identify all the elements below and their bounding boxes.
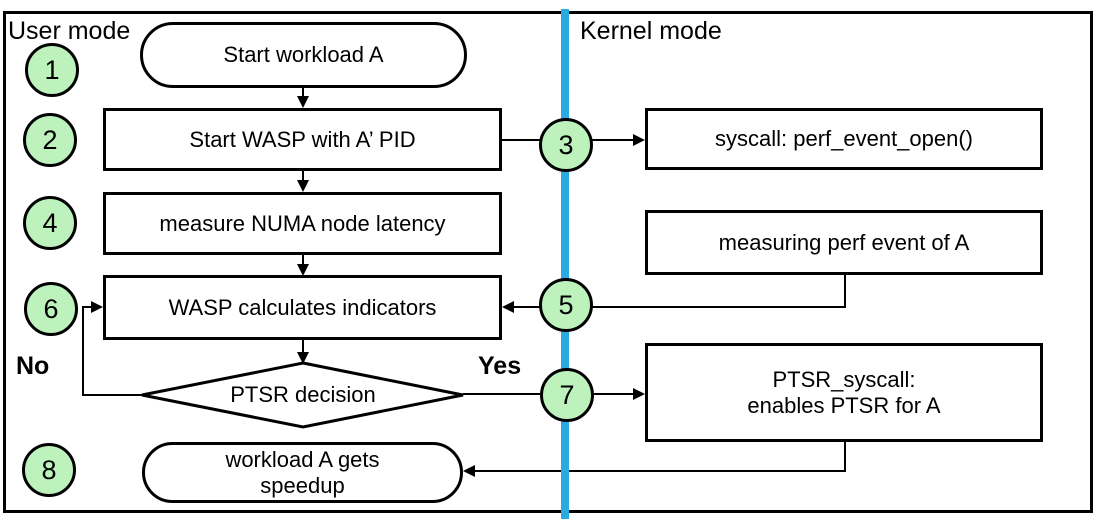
mode-divider-line — [561, 9, 569, 519]
node-workload-speedup-line2: speedup — [260, 472, 345, 498]
node-measuring-perf: measuring perf event of A — [645, 210, 1043, 275]
arrow-measuring-to-indicators — [502, 275, 846, 313]
node-ptsr-syscall-line1: PTSR_syscall: — [772, 366, 916, 392]
node-start-wasp: Start WASP with A’ PID — [103, 108, 502, 171]
node-ptsr-decision-label: PTSR decision — [230, 382, 376, 407]
step-circle-8: 8 — [22, 443, 76, 497]
arrow-decision-no-loop — [82, 301, 142, 396]
step-circle-2: 2 — [23, 113, 77, 167]
step-circle-3: 3 — [539, 118, 593, 172]
branch-label-no: No — [16, 352, 50, 380]
user-mode-label: User mode — [8, 17, 131, 45]
step-circle-7: 7 — [540, 368, 594, 422]
arrow-start-to-wasp — [297, 88, 309, 108]
diagram-border — [3, 11, 1093, 513]
decision-diamond — [141, 361, 464, 429]
arrow-ptsr-to-speedup — [463, 442, 846, 477]
node-wasp-indicators: WASP calculates indicators — [103, 275, 502, 340]
step-circle-6: 6 — [24, 282, 78, 336]
node-workload-speedup: workload A gets speedup — [142, 442, 463, 503]
node-ptsr-syscall: PTSR_syscall: enables PTSR for A — [645, 343, 1043, 442]
node-workload-speedup-line1: workload A gets — [225, 446, 380, 472]
node-start-workload: Start workload A — [140, 22, 467, 88]
node-ptsr-syscall-line2: enables PTSR for A — [747, 392, 941, 418]
step-circle-5: 5 — [539, 278, 593, 332]
branch-label-yes: Yes — [478, 352, 522, 380]
node-syscall-perf-open: syscall: perf_event_open() — [645, 108, 1043, 170]
kernel-mode-label: Kernel mode — [580, 17, 722, 45]
arrow-indicators-to-decision — [297, 340, 309, 364]
arrow-numa-to-indicators — [297, 255, 309, 276]
node-measure-numa: measure NUMA node latency — [103, 192, 502, 255]
step-circle-4: 4 — [23, 196, 77, 250]
step-circle-1: 1 — [25, 43, 79, 97]
arrow-wasp-to-numa — [297, 171, 309, 192]
